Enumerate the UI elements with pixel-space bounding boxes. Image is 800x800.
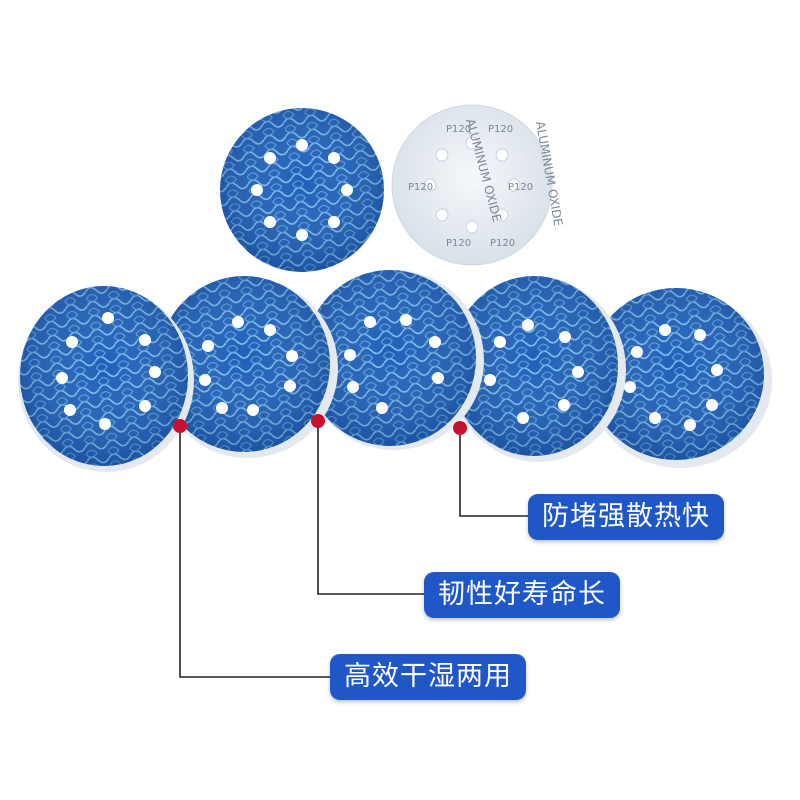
grade-print-1: P120 <box>446 124 471 135</box>
leader-lines <box>179 421 530 678</box>
grade-print-3: P120 <box>408 182 433 193</box>
sanding-disc-top-front <box>220 108 384 272</box>
markers <box>173 414 467 435</box>
sanding-disc-row-1 <box>18 286 194 472</box>
marker-dot-3 <box>173 419 187 433</box>
marker-dot-2 <box>311 414 325 428</box>
sanding-disc-top-back: P120 P120 P120 P120 P120 P120 ALUMINUM O… <box>391 104 565 266</box>
sanding-disc-row-2 <box>158 276 338 458</box>
feature-callout-durable: 韧性好寿命长 <box>424 572 620 618</box>
sanding-disc-row-3 <box>304 270 484 450</box>
grade-print-4: P120 <box>508 182 533 193</box>
grade-print-2: P120 <box>488 124 513 135</box>
sanding-disc-row-5 <box>588 288 772 468</box>
marker-dot-1 <box>453 421 467 435</box>
leader-line-1 <box>459 428 530 517</box>
feature-callout-anti-clog: 防堵强散热快 <box>528 494 724 540</box>
feature-callout-wet-dry: 高效干湿两用 <box>330 654 526 700</box>
dust-holes <box>251 139 353 241</box>
grade-print-5: P120 <box>446 238 471 249</box>
leader-line-2 <box>317 421 426 595</box>
sanding-disc-row-4 <box>450 276 626 462</box>
leader-line-3 <box>179 426 332 678</box>
grade-print-6: P120 <box>490 238 515 249</box>
